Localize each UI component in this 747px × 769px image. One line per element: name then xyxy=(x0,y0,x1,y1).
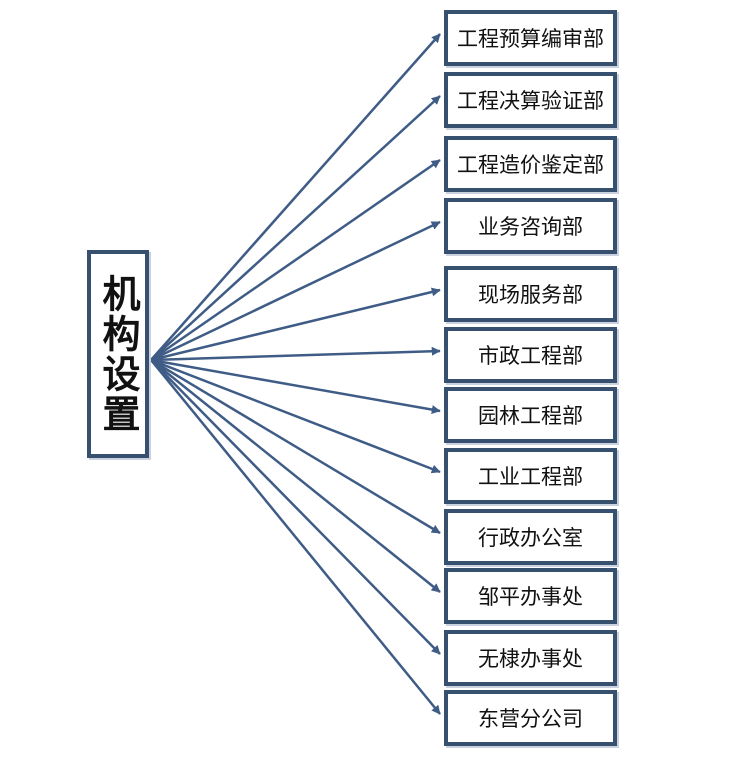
dept-node: 工业工程部 xyxy=(444,448,617,504)
connector-arrow xyxy=(150,346,441,362)
dept-node: 东营分公司 xyxy=(444,690,617,746)
dept-node: 无棣办事处 xyxy=(444,630,617,686)
dept-label: 工程预算编审部 xyxy=(457,27,604,51)
dept-node: 工程预算编审部 xyxy=(444,10,617,66)
root-label: 机构设置 xyxy=(96,274,140,434)
connector-arrow xyxy=(150,158,441,362)
dept-node: 工程决算验证部 xyxy=(444,72,617,128)
dept-node: 业务咨询部 xyxy=(444,198,617,254)
connector-arrow xyxy=(150,95,441,361)
connector-arrow xyxy=(150,359,441,593)
dept-label: 行政办公室 xyxy=(478,526,583,550)
connector-arrow xyxy=(150,359,441,655)
connector-arrow xyxy=(150,220,441,362)
root-node: 机构设置 xyxy=(87,250,149,458)
connector-arrow xyxy=(150,358,441,535)
dept-label: 现场服务部 xyxy=(478,283,583,307)
connector-arrow xyxy=(150,358,441,414)
dept-label: 园林工程部 xyxy=(478,404,583,428)
dept-label: 邹平办事处 xyxy=(478,585,583,609)
dept-label: 无棣办事处 xyxy=(478,647,583,671)
dept-label: 工程造价鉴定部 xyxy=(457,153,604,177)
dept-node: 现场服务部 xyxy=(444,266,617,322)
connector-arrow xyxy=(150,358,441,474)
connector-arrow xyxy=(150,33,441,361)
dept-label: 业务咨询部 xyxy=(478,215,583,239)
dept-node: 行政办公室 xyxy=(444,509,617,565)
dept-label: 市政工程部 xyxy=(478,344,583,368)
dept-label: 工业工程部 xyxy=(478,465,583,489)
dept-node: 工程造价鉴定部 xyxy=(444,136,617,192)
dept-node: 市政工程部 xyxy=(444,327,617,383)
connector-arrow xyxy=(150,287,441,362)
dept-node: 邹平办事处 xyxy=(444,568,617,624)
dept-label: 东营分公司 xyxy=(478,707,583,731)
connector-arrow xyxy=(150,359,441,715)
dept-node: 园林工程部 xyxy=(444,387,617,443)
dept-label: 工程决算验证部 xyxy=(457,89,604,113)
